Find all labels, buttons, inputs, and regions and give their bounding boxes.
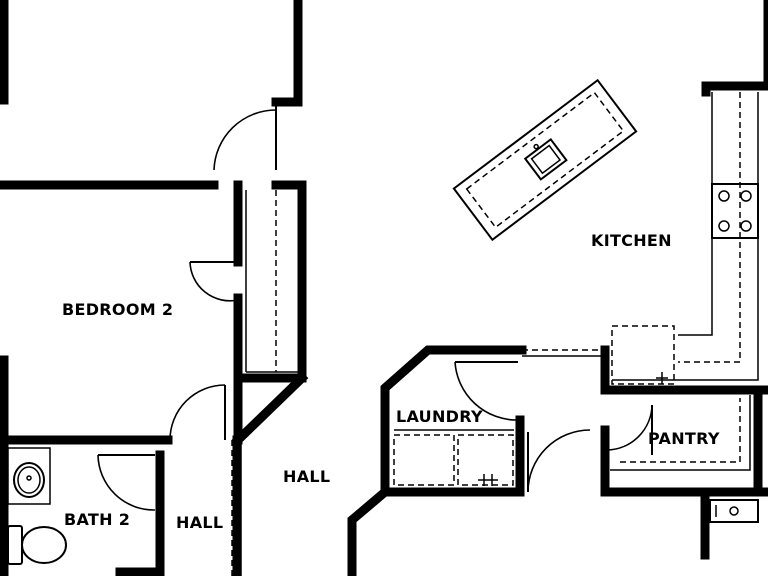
cabinet-outlines — [231, 92, 759, 576]
bath-fixtures — [7, 447, 67, 565]
label-kitchen: KITCHEN — [591, 231, 672, 250]
label-bedroom-2: BEDROOM 2 — [62, 300, 173, 319]
range-cooktop — [711, 183, 759, 239]
kitchen-island — [452, 78, 638, 242]
label-hall-main: HALL — [283, 467, 330, 486]
label-hall-lower: HALL — [176, 513, 223, 532]
doors — [97, 104, 653, 511]
label-pantry: PANTRY — [648, 429, 720, 448]
utility-box — [709, 499, 759, 523]
label-bath-2: BATH 2 — [64, 510, 130, 529]
room-labels: BEDROOM 2 KITCHEN LAUNDRY PANTRY HALL HA… — [62, 231, 720, 532]
label-laundry: LAUNDRY — [396, 407, 483, 426]
